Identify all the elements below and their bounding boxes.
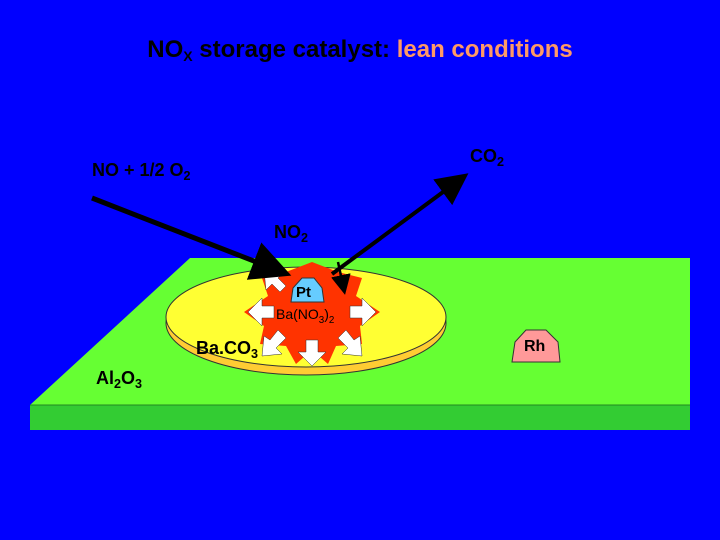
reactant-arrow <box>91 195 292 280</box>
pt-text: Pt <box>296 284 311 301</box>
storage-arrow <box>331 261 351 295</box>
alumina-text-a: Al <box>96 368 114 388</box>
alumina-label: Al2O3 <box>96 368 142 391</box>
rh-label: Rh <box>524 338 545 356</box>
barium-nitrate-label: Ba(NO3)2 <box>276 306 334 326</box>
barium-carbonate-label: Ba.CO3 <box>196 338 258 361</box>
title-accent: lean conditions <box>396 36 573 63</box>
reactant-text: NO + 1/2 O <box>92 160 184 180</box>
ba-nitrate-text-a: Ba(NO <box>276 306 319 322</box>
ba-carbonate-subscript: 3 <box>251 347 259 361</box>
rhodium-particle <box>511 329 561 363</box>
alumina-text-b: O <box>121 368 136 388</box>
alumina-sub-1: 2 <box>114 377 122 391</box>
ba-carbonate-text: Ba.CO <box>196 338 252 358</box>
title-middle: storage catalyst: <box>192 36 397 63</box>
reactant-label: NO + 1/2 O2 <box>92 160 191 183</box>
alumina-sub-2: 3 <box>135 377 143 391</box>
intermediate-subscript: 2 <box>301 231 309 245</box>
intermediate-text: NO <box>274 222 301 242</box>
spread-arrow-right <box>349 297 377 327</box>
rh-text: Rh <box>524 338 546 355</box>
spread-arrow-downright <box>337 329 363 357</box>
slide-title: NOX storage catalyst: lean conditions <box>0 36 720 64</box>
reactant-subscript: 2 <box>183 169 191 183</box>
spread-arrow-left <box>247 297 275 327</box>
intermediate-label: NO2 <box>274 222 308 245</box>
alumina-support-front <box>30 405 690 430</box>
ba-nitrate-sub-2: 2 <box>328 315 335 326</box>
product-text: CO <box>470 146 497 166</box>
product-arrow <box>330 173 469 276</box>
ba-nitrate-sub-1: 3 <box>318 315 325 326</box>
title-nox-subscript: X <box>183 48 193 64</box>
platinum-particle <box>290 277 325 303</box>
pt-label: Pt <box>296 284 311 301</box>
spread-arrow-down <box>297 339 327 367</box>
title-nox: NO <box>147 36 184 63</box>
product-subscript: 2 <box>497 155 505 169</box>
product-label: CO2 <box>470 146 504 169</box>
spread-arrow-downleft <box>261 329 287 357</box>
ba-nitrate-text-b: ) <box>324 306 329 322</box>
